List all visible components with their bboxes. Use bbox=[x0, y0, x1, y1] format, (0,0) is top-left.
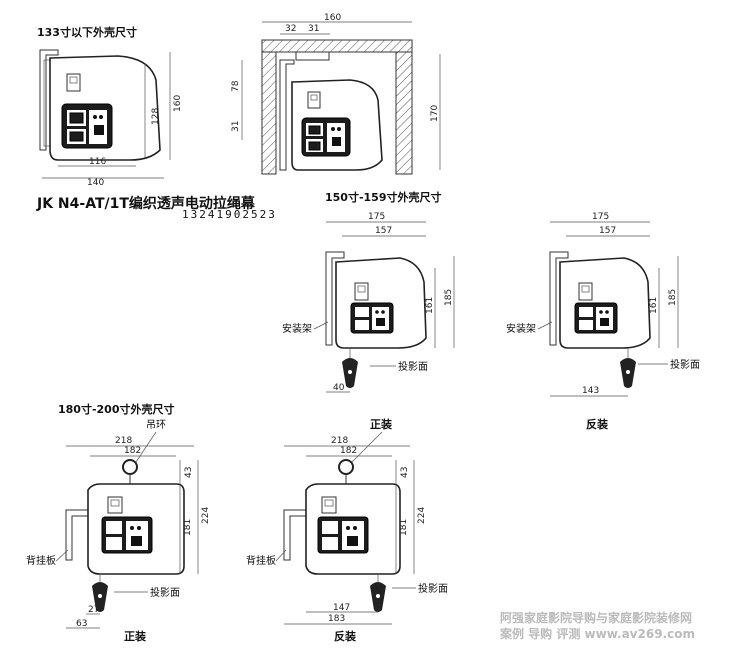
dim-wall-b: 31 bbox=[308, 24, 319, 34]
caption-large-reverse: 反装 bbox=[334, 629, 356, 643]
caption-large-reverse-top: 正装 bbox=[370, 417, 392, 431]
dim-small-w-outer: 140 bbox=[87, 178, 104, 188]
dim-large-front-b2: 63 bbox=[76, 619, 87, 629]
dim-med-rev-h1: 161 bbox=[649, 297, 659, 314]
power-socket bbox=[66, 73, 81, 92]
dim-med-rev-bottom: 143 bbox=[582, 386, 599, 396]
section-label-large: 180寸-200寸外壳尺寸 bbox=[58, 402, 175, 416]
large-front-drawing bbox=[65, 445, 199, 629]
dim-small-w-inner: 116 bbox=[89, 157, 106, 167]
dim-large-front-w1: 218 bbox=[115, 436, 132, 446]
dim-wall-right: 170 bbox=[430, 105, 440, 122]
label-large-front-ring: 吊环 bbox=[146, 419, 166, 431]
dim-large-rev-b1: 147 bbox=[333, 603, 350, 613]
dim-med-rev-w2: 157 bbox=[599, 226, 616, 236]
dim-med-front-w1: 175 bbox=[368, 212, 385, 222]
section-label-medium: 150寸-159寸外壳尺寸 bbox=[325, 190, 442, 204]
phone-number: 13241902523 bbox=[182, 208, 277, 221]
dim-wall-a: 32 bbox=[285, 24, 296, 34]
dim-med-front-h2: 185 bbox=[444, 289, 454, 306]
dim-med-front-w2: 157 bbox=[375, 226, 392, 236]
dim-large-rev-w2: 182 bbox=[340, 446, 357, 456]
dim-large-rev-ring-h: 43 bbox=[400, 467, 410, 478]
dim-small-h-outer: 160 bbox=[173, 95, 183, 112]
watermark-line1: 阿强家庭影院导购与家庭影院装修网 bbox=[500, 610, 692, 625]
dim-wall-top: 160 bbox=[324, 13, 341, 23]
label-large-rev-screen: 投影面 bbox=[418, 582, 448, 595]
label-med-front-bracket: 安装架 bbox=[282, 322, 312, 335]
wall-mount-drawing bbox=[241, 21, 441, 175]
section-label-small: 133寸以下外壳尺寸 bbox=[37, 25, 137, 39]
caption-large-front: 正装 bbox=[124, 629, 146, 643]
medium-reverse-drawing bbox=[549, 221, 679, 397]
dim-large-front-h1: 181 bbox=[183, 519, 193, 536]
caption-med-reverse: 反装 bbox=[586, 417, 608, 431]
dim-large-rev-h1: 181 bbox=[399, 519, 409, 536]
label-large-rev-backplate: 背挂板 bbox=[246, 554, 276, 567]
label-med-rev-bracket: 安装架 bbox=[506, 322, 536, 335]
dim-large-front-ring-h: 43 bbox=[184, 467, 194, 478]
dim-large-rev-w1: 218 bbox=[331, 436, 348, 446]
dim-med-rev-h2: 185 bbox=[668, 289, 678, 306]
dim-wall-left-upper: 78 bbox=[231, 80, 241, 92]
label-large-front-screen: 投影面 bbox=[150, 586, 180, 599]
dim-large-front-h2: 224 bbox=[201, 507, 211, 524]
medium-front-drawing bbox=[325, 221, 455, 393]
dim-large-rev-h2: 224 bbox=[417, 507, 427, 524]
dim-large-front-w2: 182 bbox=[124, 446, 141, 456]
product-title: JK N4-AT/1T编织透声电动拉绳幕 bbox=[36, 195, 256, 212]
large-reverse-drawing bbox=[283, 445, 415, 625]
small-housing-drawing bbox=[39, 49, 171, 179]
dim-wall-left-lower: 31 bbox=[231, 121, 241, 132]
dim-small-h-inner: 128 bbox=[151, 108, 161, 125]
dim-med-front-h1: 161 bbox=[425, 297, 435, 314]
label-med-rev-screen: 投影面 bbox=[670, 358, 700, 371]
dim-large-front-b1: 27 bbox=[88, 605, 99, 615]
watermark-line2: 案例 导购 评测 www.av269.com bbox=[499, 626, 695, 641]
label-large-front-backplate: 背挂板 bbox=[26, 554, 56, 567]
dim-med-rev-w1: 175 bbox=[592, 212, 609, 222]
dim-large-rev-b2: 183 bbox=[328, 614, 345, 624]
dim-med-front-bottom: 40 bbox=[333, 383, 345, 393]
label-med-front-screen: 投影面 bbox=[398, 360, 428, 373]
